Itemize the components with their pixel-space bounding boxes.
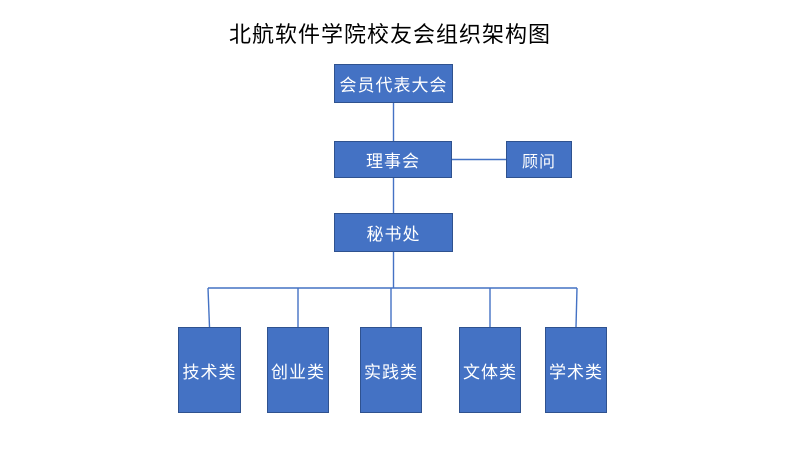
node-category-academic: 学术类: [545, 327, 607, 413]
node-member-congress: 会员代表大会: [334, 64, 453, 103]
node-advisor: 顾问: [506, 141, 572, 178]
node-category-culture-sports: 文体类: [459, 327, 521, 413]
node-category-practice: 实践类: [360, 327, 422, 413]
node-category-entrepreneurship: 创业类: [267, 327, 329, 413]
node-category-technology: 技术类: [178, 327, 241, 413]
connector-drop-academic: [575, 287, 578, 328]
node-board: 理事会: [334, 141, 452, 178]
connector-drop-technology: [207, 287, 211, 328]
node-secretariat: 秘书处: [334, 213, 453, 252]
page-title: 北航软件学院校友会组织架构图: [228, 22, 551, 47]
